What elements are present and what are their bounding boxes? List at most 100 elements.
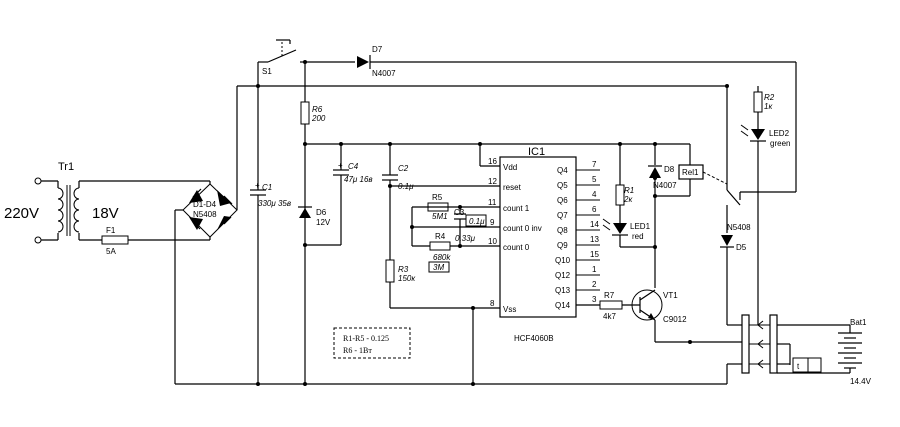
ic-pin-name: count 1: [503, 204, 530, 213]
fuse-value: 5A: [106, 247, 116, 256]
diode-d5: [720, 235, 734, 248]
r4-alt-box: [428, 261, 450, 273]
switch-s1: [258, 39, 305, 63]
battery-bat1: [838, 332, 862, 369]
svg-text:+: +: [255, 181, 260, 190]
relay-contact: [726, 189, 741, 206]
c4-value: 47μ 16в: [344, 175, 373, 184]
diode-d8: [648, 165, 662, 178]
ic-pin-name: Q13: [555, 286, 571, 295]
resistor-r7: [599, 300, 623, 310]
resistor-r6: [300, 101, 310, 125]
r1-value: 2к: [623, 195, 633, 204]
ic-pin-name: Q5: [557, 181, 568, 190]
vt1-type: C9012: [663, 315, 687, 324]
transformer-tr1: [57, 181, 80, 240]
d8-label: D8: [664, 165, 675, 174]
c3-alt-value: 0.1μ: [469, 217, 485, 226]
bridge-label: D1-D4: [193, 200, 217, 209]
ic-pin-num: 10: [488, 237, 497, 246]
led2-color: green: [770, 139, 790, 148]
resistor-r3: [385, 259, 395, 283]
d8-type: N4007: [653, 181, 677, 190]
thermistor-label: t: [797, 362, 800, 371]
c1-value: 330μ 35в: [258, 199, 291, 208]
resistor-r1: [615, 184, 625, 206]
ic-pin-num: 16: [488, 157, 497, 166]
ic-right-pin-stubs: [576, 169, 600, 291]
ic-pin-num: 13: [590, 235, 599, 244]
mains-voltage-label: 220V: [4, 205, 39, 222]
r5-label: R5: [432, 193, 443, 202]
thermistor: [792, 357, 822, 373]
ic-pin-name: Q9: [557, 241, 568, 250]
d6-value: 12V: [316, 218, 331, 227]
led1: [602, 218, 628, 236]
ic-hcf4060b: [499, 156, 577, 318]
d6-label: D6: [316, 208, 327, 217]
c1-label: C1: [262, 183, 272, 192]
ic-pin-name: Q10: [555, 256, 571, 265]
ic-pin-num: 11: [488, 198, 497, 207]
ic-pin-num: 14: [590, 220, 599, 229]
ic-pin-name: Vss: [503, 305, 516, 314]
r1-label: R1: [624, 186, 634, 195]
transistor-vt1: [631, 289, 663, 321]
ic-pin-num: 1: [592, 265, 597, 274]
ic-pin-name: Q8: [557, 226, 568, 235]
rel1-label: Rel1: [682, 168, 699, 177]
r6-value: 200: [311, 114, 326, 123]
ic-name: HCF4060B: [514, 334, 554, 343]
ic-pin-num: 8: [490, 299, 495, 308]
c2-label: C2: [398, 164, 409, 173]
r5-value: 5M1: [432, 212, 448, 221]
c3-label: C3: [454, 208, 465, 217]
fuse-label: F1: [106, 226, 116, 235]
bridge-type: N5408: [193, 210, 217, 219]
ic-pin-name: reset: [503, 183, 522, 192]
resistor-power-note: [333, 327, 411, 359]
r7-label: R7: [604, 291, 615, 300]
ic-pin-name: Q4: [557, 166, 568, 175]
note-line-1: R1-R5 - 0.125: [343, 334, 389, 343]
ic-pin-num: 2: [592, 280, 597, 289]
mains-input: [34, 177, 59, 244]
r3-label: R3: [398, 265, 409, 274]
d7-label: D7: [372, 45, 383, 54]
ic-pin-num: 4: [592, 190, 597, 199]
ic-pin-num: 9: [490, 218, 495, 227]
r3-value: 150к: [398, 274, 416, 283]
c3-alt-box: [465, 214, 487, 227]
ic-pin-num: 7: [592, 160, 597, 169]
led1-color: red: [632, 232, 644, 241]
switch-label: S1: [262, 67, 272, 76]
ic-pin-name: Q14: [555, 301, 571, 310]
ic-pin-num: 3: [592, 295, 597, 304]
ic-right-pins: Q4 7 Q5 5 Q6 4 Q7 6 Q8 14 Q9 13 Q10 15 Q…: [555, 160, 599, 310]
d5-label: D5: [736, 243, 747, 252]
ic-pin-num: 5: [592, 175, 597, 184]
led2: [740, 124, 766, 142]
d7-type: N4007: [372, 69, 396, 78]
ic-pin-name: Q12: [555, 271, 571, 280]
r4-label: R4: [435, 232, 446, 241]
c3-value: 0.33μ: [455, 234, 476, 243]
r4-value: 680k: [433, 253, 451, 262]
r7-value: 4k7: [603, 312, 616, 321]
transformer-label: Tr1: [58, 161, 74, 173]
secondary-voltage-label: 18V: [92, 205, 119, 222]
ic-pin-name: count 0 inv: [503, 224, 542, 233]
ic-pin-num: 15: [590, 250, 599, 259]
resistor-r4: [429, 241, 451, 251]
bat1-voltage: 14.4V: [850, 377, 872, 386]
ic-pin-name: Q6: [557, 196, 568, 205]
r6-label: R6: [312, 105, 323, 114]
r2-label: R2: [764, 93, 775, 102]
led1-label: LED1: [630, 222, 651, 231]
bat1-label: Bat1: [850, 318, 867, 327]
diode-d7: [357, 55, 371, 69]
capacitor-c2: [382, 174, 398, 181]
r4-alt-value: 3M: [433, 263, 444, 272]
ic-label: IC1: [528, 146, 545, 158]
